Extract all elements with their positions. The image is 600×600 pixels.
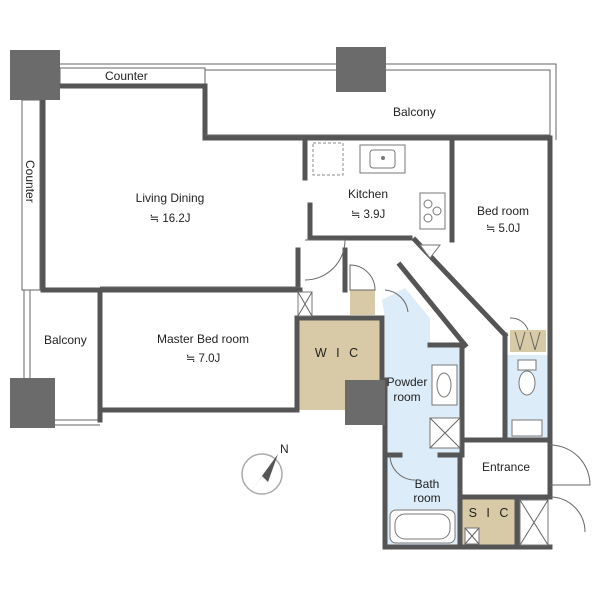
bath-room-label-line2: room <box>413 491 440 505</box>
washbasin-icon <box>431 364 458 406</box>
bed-room-area: ≒ 5.0J <box>486 223 521 235</box>
powder-room-label-line2: room <box>393 390 420 404</box>
living-dining-area: ≒ 16.2J <box>150 213 191 225</box>
balcony-left-label: Balcony <box>44 333 87 347</box>
wic-area <box>297 318 382 410</box>
pipe-space-icons <box>297 244 549 546</box>
counter-side-label: Counter <box>23 160 37 203</box>
powder-room-area <box>382 288 462 455</box>
kitchen-label: Kitchen <box>348 187 388 201</box>
compass-icon <box>241 453 283 495</box>
stove-icon <box>419 192 446 230</box>
balcony-top-label: Balcony <box>393 105 436 119</box>
toilet-cabinet-icon <box>511 419 543 437</box>
powder-room-label-line1: Powder <box>387 375 428 389</box>
master-bed-room-label: Master Bed room <box>157 332 249 346</box>
closet-doors-icon <box>514 331 541 351</box>
kitchen-sink-icon <box>359 144 406 174</box>
entrance-label: Entrance <box>482 460 530 474</box>
windows <box>39 100 550 290</box>
bed-room-label: Bed room <box>477 204 529 218</box>
washing-machine-icon <box>429 417 461 449</box>
sic-label: S I C <box>469 506 512 520</box>
walls <box>40 83 553 550</box>
kitchen-area: ≒ 3.9J <box>351 209 386 221</box>
fridge-space-icon <box>312 142 344 176</box>
toilet-icon <box>517 359 537 396</box>
doors <box>304 239 591 533</box>
shelf-area <box>350 290 375 315</box>
bath-room-label-line1: Bath <box>415 477 440 491</box>
living-dining-label: Living Dining <box>136 191 205 205</box>
wic-label: W I C <box>315 346 361 360</box>
counter-top-label: Counter <box>105 69 148 83</box>
bathtub-icon <box>389 509 456 544</box>
compass-north-label: N <box>280 442 289 456</box>
columns <box>10 47 386 428</box>
master-bed-room-area: ≒ 7.0J <box>186 353 221 365</box>
